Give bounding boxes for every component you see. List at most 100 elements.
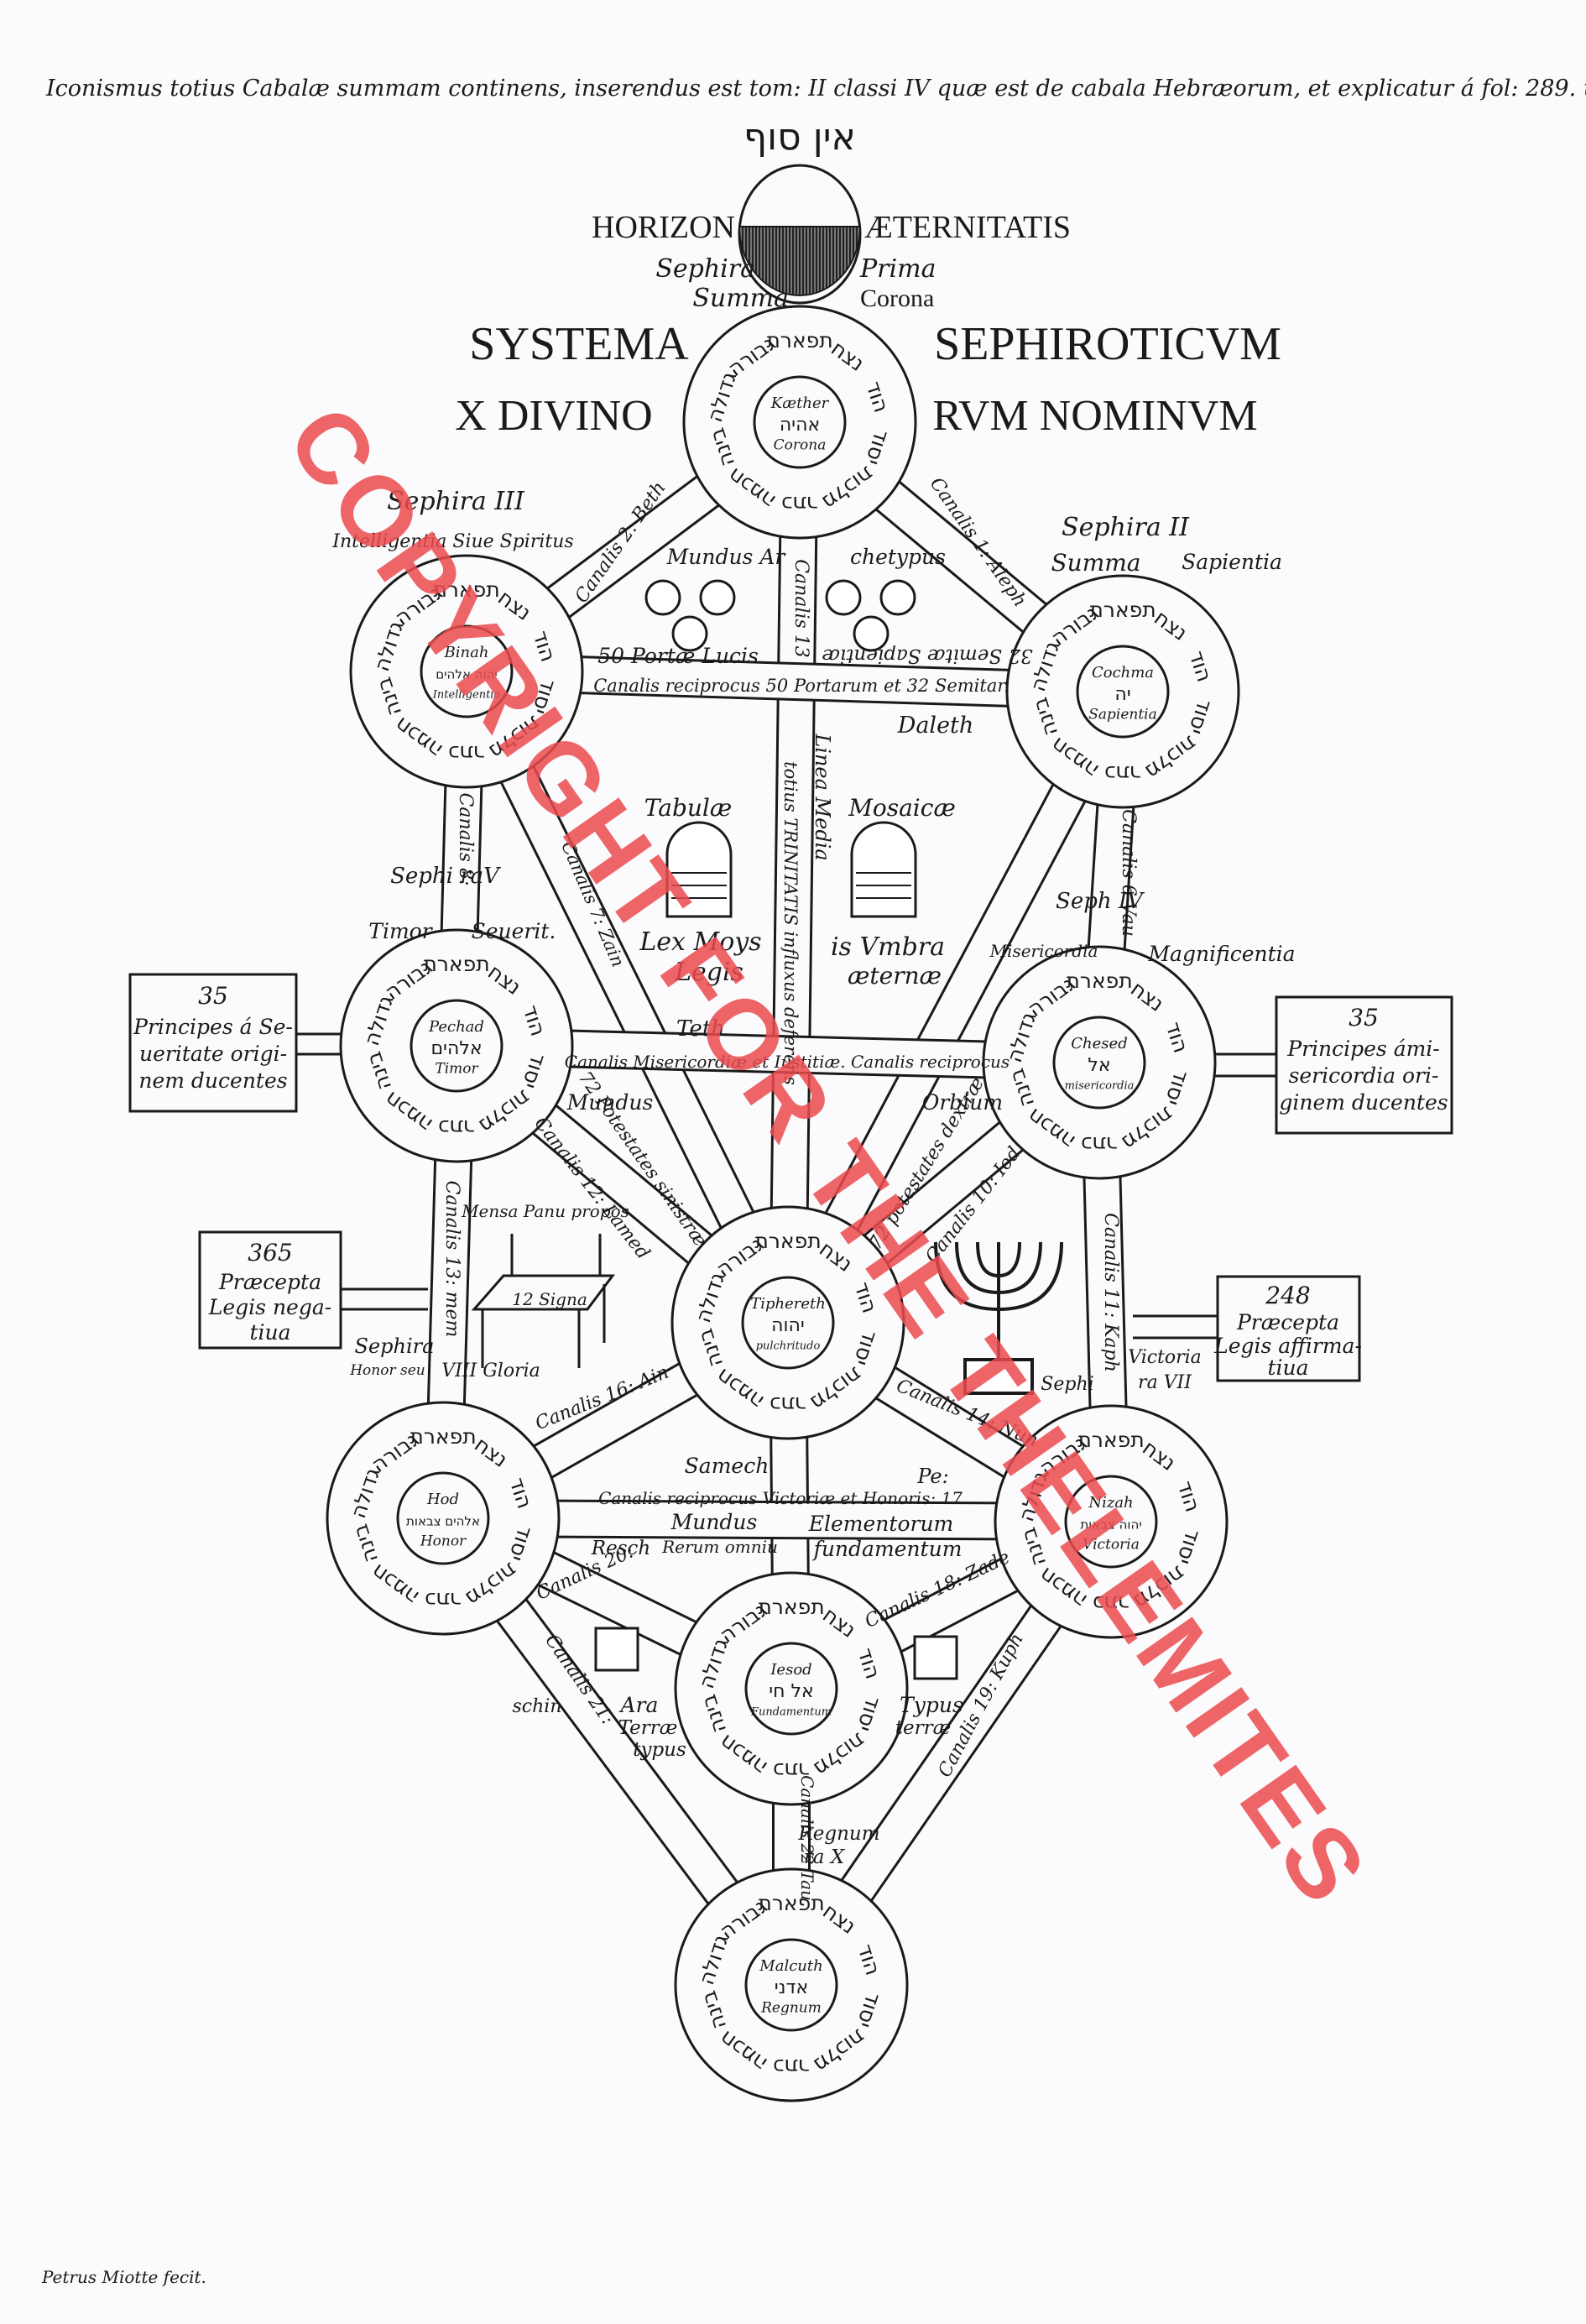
sephira-kæther[interactable]: כתרחכמהבינהגדולהגבורהתפארתנצחהודיסודמלכו… [682,305,917,540]
label: Mosaicæ [848,794,956,822]
sephira-name: Hod [426,1491,459,1508]
horizon-label: HORIZON [592,210,735,245]
svg-text:tiua: tiua [249,1320,290,1345]
ring-word: כתר [1081,1132,1118,1157]
box-mercy: 35 Principes ámi- sericordia ori- ginem … [1208,995,1453,1135]
divine-name: אדני [775,1977,808,1998]
divine-name: אל חי [769,1681,814,1702]
label: Sephira III [387,487,525,516]
svg-text:Legis affirma-: Legis affirma- [1213,1334,1362,1358]
tablets-icon [665,821,917,918]
label: Orbium [922,1090,1003,1115]
label: typus [633,1739,686,1761]
label: Mundus Ar [666,545,787,569]
label: Canalis reciprocus Victoriæ et Honoris: … [598,1488,963,1508]
box-negative-precepts: 365 Præcepta Legis nega- tiua [198,1230,428,1350]
menorah-icon [934,1241,1063,1395]
sephira-binah[interactable]: כתרחכמהבינהגדולהגבורהתפארתנצחהודיסודמלכו… [349,554,584,789]
sephira-gloss: pulchritudo [756,1340,821,1353]
svg-text:nem ducentes: nem ducentes [138,1068,287,1093]
ring-word: תפארת [433,577,499,602]
inner-ring [744,1642,838,1736]
ring-word: כתר [1093,1591,1130,1616]
sephirot: כתרחכמהבינהגדולהגבורהתפארתנצחהודיסודמלכו… [326,305,1240,2102]
divine-name: אלהים [430,1038,482,1059]
sephira-name: Iesod [770,1661,811,1679]
label: Honor seu [349,1362,425,1379]
label: Ara [619,1693,659,1717]
label: Daleth [897,713,974,739]
ring-word: תפארת [758,1595,824,1619]
label: Rerum omniu [661,1537,778,1557]
label: Mensa Panu propos [461,1201,629,1221]
label: Resch [591,1538,650,1559]
inner-ring [1052,1016,1146,1110]
ein-sof: אין סוף [743,116,856,159]
label: Magnificentia [1147,942,1295,966]
sephira-name: Tiphereth [750,1295,826,1313]
label: Canalis 8: [455,793,476,886]
ring-word: כתר [438,1115,475,1140]
sephira-tiphereth[interactable]: כתרחכמהבינהגדולהגבורהתפארתנצחהודיסודמלכו… [670,1205,905,1440]
label: Sephira II [1062,513,1190,542]
sephira-gloss: Honor [420,1533,467,1550]
inner-ring [1076,645,1170,739]
sephira-gloss: Sapientia [1088,707,1157,723]
label: Misericordia [989,941,1098,961]
divine-name: יהוה אלהים [436,667,497,682]
label: Sapientia [1182,550,1282,574]
label: 50 Portæ Lucis [597,644,759,668]
sephira-nizah[interactable]: כתרחכמהבינהגדולהגבורהתפארתנצחהודיסודמלכו… [994,1404,1229,1639]
svg-text:Legis nega-: Legis nega- [208,1295,331,1319]
sephira-gloss: Timor [435,1061,478,1078]
channel [770,682,1140,1332]
divine-name: אלהים צבאות [406,1514,480,1529]
svg-text:365: 365 [248,1239,292,1266]
label: ra VII [1138,1372,1192,1393]
divine-name: אל [1088,1055,1110,1076]
title-divino: X DIVINO [455,392,652,440]
svg-text:Præcepta: Præcepta [218,1270,321,1294]
sephira-hod[interactable]: כתרחכמהבינהגדולהגבורהתפארתנצחהודיסודמלכו… [326,1401,561,1636]
label: Terræ [618,1717,678,1739]
altar-icon [594,1627,958,1680]
label: Intelligentia Siue Spiritus [331,531,573,552]
label: Seph IV [1056,889,1145,914]
sephira-chesed[interactable]: כתרחכמהבינהגדולהגבורהתפארתנצחהודיסודמלכו… [982,945,1217,1180]
sephira-name: Nizah [1088,1494,1133,1512]
sephira-pechad[interactable]: כתרחכמהבינהגדולהגבורהתפארתנצחהודיסודמלכו… [339,928,574,1163]
label: Legis [674,958,743,987]
aeternitatis-label: ÆTERNITATIS [864,210,1071,245]
label: Teth [676,1016,725,1042]
sephira-name: Malcuth [759,1957,822,1975]
svg-text:Præcepta: Præcepta [1236,1310,1339,1334]
sephira-name: Pechad [428,1018,484,1036]
summa-label: Summa [692,284,789,313]
box-positive-precepts: 248 Præcepta Legis affirma- tiua [1133,1275,1362,1382]
svg-text:Principes á Se-: Principes á Se- [133,1015,293,1039]
corona-label: Corona [860,285,934,312]
ring-word: תפארת [410,1424,476,1449]
ring-word: כתר [773,2055,810,2079]
divine-name: יהוה [771,1315,805,1336]
sephira-cochma[interactable]: כתרחכמהבינהגדולהגבורהתפארתנצחהודיסודמלכו… [1005,574,1240,809]
svg-text:tiua: tiua [1267,1355,1308,1380]
ring-word: תפארת [1077,1428,1144,1452]
sephira-malcuth[interactable]: כתרחכמהבינהגדולהגבורהתפארתנצחהודיסודמלכו… [674,1867,909,2102]
label: æternæ [848,962,942,990]
sephira-name: Cochma [1092,664,1154,682]
ring-word: כתר [773,1758,810,1783]
divine-name: אהיה [780,415,820,436]
label: fundamentum [812,1537,963,1561]
sephira-iesod[interactable]: כתרחכמהבינהגדולהגבורהתפארתנצחהודיסודמלכו… [674,1571,909,1806]
label: Sephira [355,1334,435,1358]
prima-label: Prima [859,254,936,284]
label: Canalis 22 Tau [797,1775,817,1901]
ring-word: כתר [781,492,818,516]
sephira-gloss: Intelligentia [432,689,500,702]
ring-word: כתר [425,1588,462,1612]
label: chetypus [850,545,946,569]
box-severity: 35 Principes á Se- ueritate origi- nem d… [128,973,348,1113]
label: Canalis reciprocus 50 Portarum et 32 Sem… [593,676,1010,696]
sephira-gloss: Corona [774,437,827,454]
